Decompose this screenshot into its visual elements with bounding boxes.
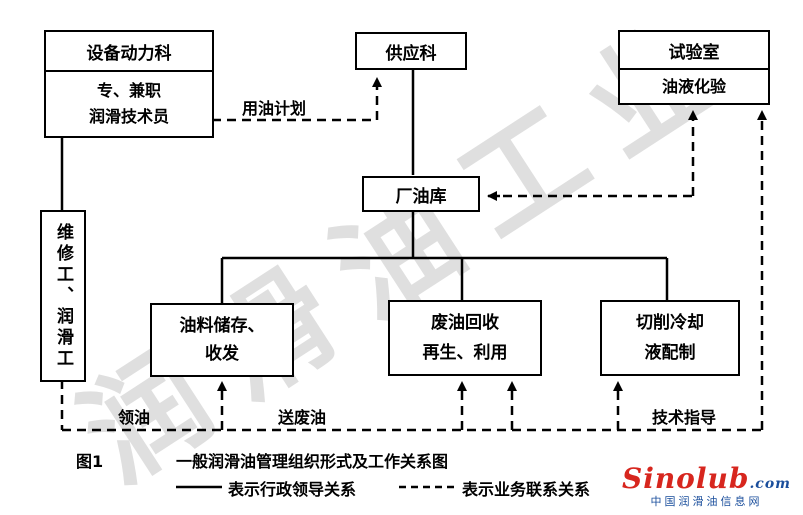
coolant-box: 切削冷却 液配制 bbox=[600, 300, 740, 376]
logo-subtitle: 中国润滑油信息网 bbox=[650, 495, 763, 508]
lab-box: 试验室 油液化验 bbox=[618, 30, 770, 105]
factory-depot-box: 厂油库 bbox=[362, 176, 480, 212]
lab-body: 油液化验 bbox=[661, 76, 726, 96]
recycle-line2: 再生、利用 bbox=[422, 343, 508, 363]
storage-box: 油料储存、 收发 bbox=[150, 303, 294, 377]
figure-title: 一般润滑油管理组织形式及工作关系图 bbox=[176, 452, 449, 471]
supply-dept-box: 供应科 bbox=[355, 32, 467, 70]
label-return: 送废油 bbox=[278, 408, 327, 427]
legend-dashed-text: 表示业务联系关系 bbox=[462, 480, 591, 499]
worker-box: 维修工、润滑工 bbox=[40, 210, 86, 382]
coolant-body: 切削冷却 液配制 bbox=[602, 302, 738, 374]
coolant-line2: 液配制 bbox=[644, 343, 696, 363]
recycle-body: 废油回收 再生、利用 bbox=[390, 302, 540, 374]
storage-line2: 收发 bbox=[205, 344, 239, 364]
storage-body: 油料储存、 收发 bbox=[152, 305, 292, 375]
recycle-title: 废油回收 bbox=[431, 313, 499, 333]
equipment-dept-line2: 润滑技术员 bbox=[88, 107, 169, 126]
label-plan: 用油计划 bbox=[242, 99, 307, 118]
factory-depot-title: 厂油库 bbox=[395, 186, 447, 207]
lab-title: 试验室 bbox=[620, 32, 768, 70]
worker-text: 维修工、润滑工 bbox=[53, 222, 73, 370]
figure-number: 图1 bbox=[76, 452, 104, 471]
storage-line1: 油料储存、 bbox=[179, 316, 265, 336]
logo-brand-text: Sinolub bbox=[621, 462, 750, 495]
sinolub-logo: Sinolub.com 中国润滑油信息网 bbox=[622, 462, 791, 509]
logo-brand: Sinolub.com bbox=[622, 462, 791, 495]
legend-solid-text: 表示行政领导关系 bbox=[228, 480, 357, 499]
equipment-dept-box: 设备动力科 专、兼职 润滑技术员 bbox=[44, 30, 214, 138]
supply-dept-title: 供应科 bbox=[385, 43, 437, 64]
equipment-dept-line1: 专、兼职 bbox=[96, 81, 161, 100]
label-receive: 领油 bbox=[118, 408, 151, 427]
equipment-dept-body: 专、兼职 润滑技术员 bbox=[46, 72, 212, 136]
label-tech: 技术指导 bbox=[652, 408, 717, 427]
coolant-title: 切削冷却 bbox=[636, 313, 704, 333]
recycle-box: 废油回收 再生、利用 bbox=[388, 300, 542, 376]
equipment-dept-title: 设备动力科 bbox=[46, 32, 212, 72]
logo-brand-suffix: .com bbox=[749, 476, 791, 492]
